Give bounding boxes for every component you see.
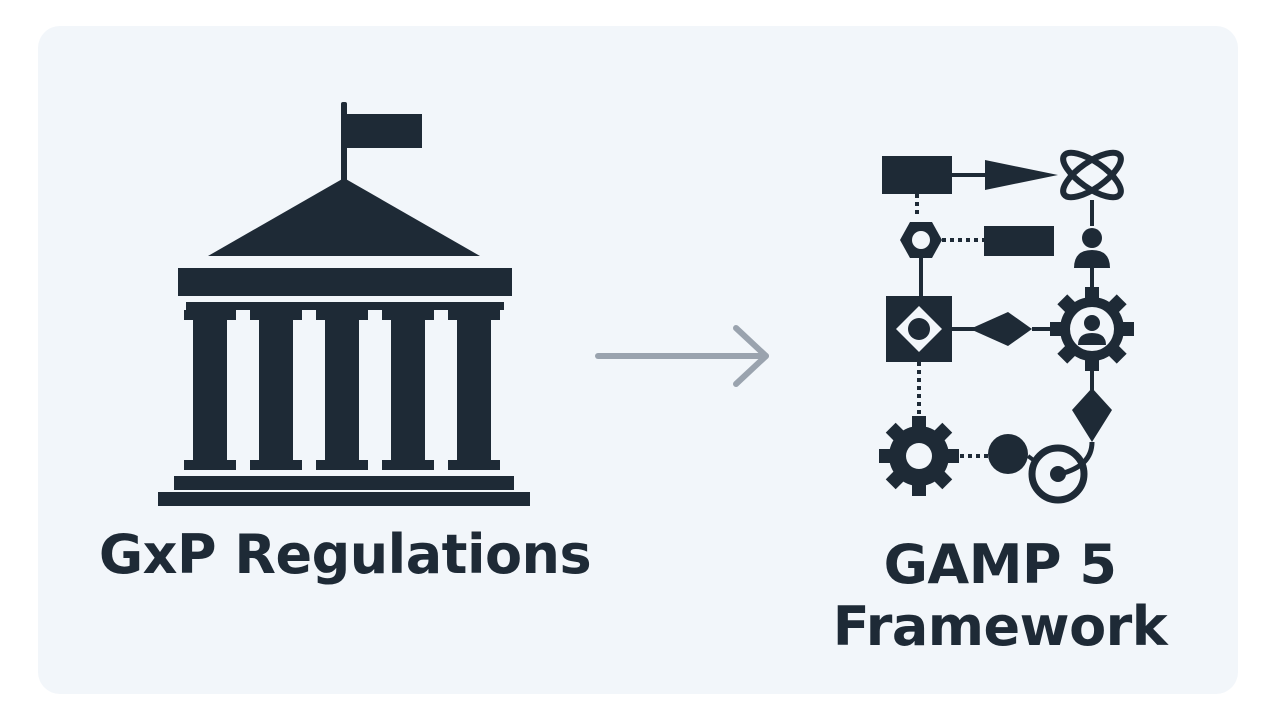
process-flow-icon [879, 149, 1134, 504]
gamp5-label-line1: GAMP 5 [883, 533, 1117, 596]
gamp5-framework-label: GAMP 5 Framework [780, 533, 1220, 659]
gxp-regulations-label: GxP Regulations [98, 523, 592, 586]
arrow-right-icon [595, 325, 769, 387]
diagram-card [38, 26, 1238, 694]
gamp5-label-line2: Framework [832, 595, 1168, 659]
government-building-icon [158, 102, 530, 506]
